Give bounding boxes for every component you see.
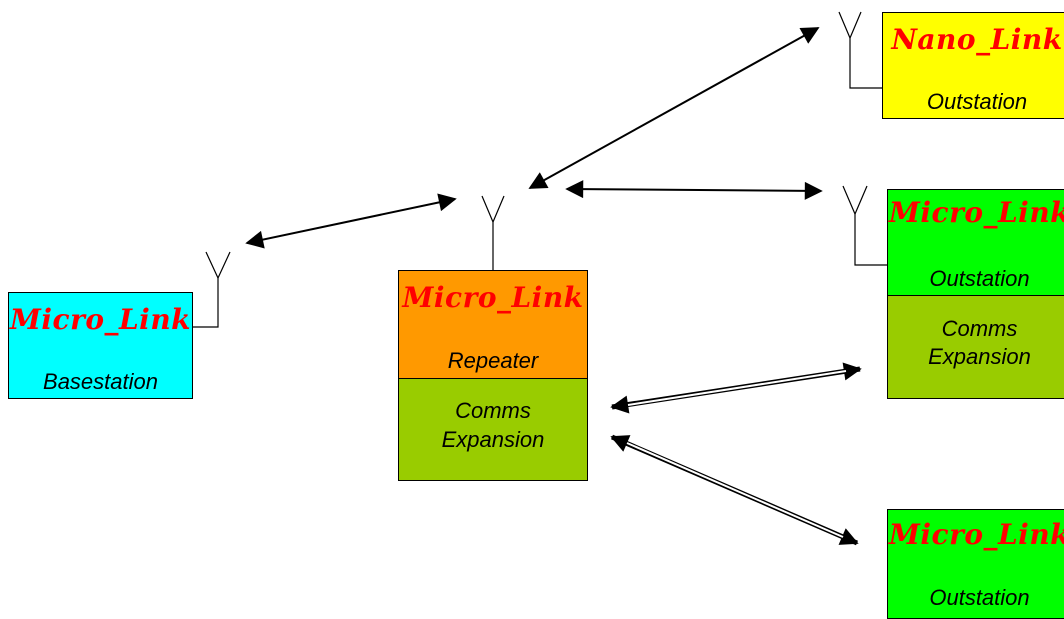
expansion-label-line2: Expansion [928,344,1031,369]
wired-link-icon [610,362,862,414]
role-label: Outstation [929,266,1030,291]
antenna-icon [192,251,231,328]
comms-expansion-panel: Comms Expansion [888,295,1064,398]
brand-label: Micro_Link [888,196,1064,229]
brand-label: Micro_Link [888,518,1064,551]
role-label: Repeater [447,348,539,373]
role-label: Basestation [43,369,158,394]
nano-outstation-node: Nano_Link Outstation [882,12,1064,119]
repeater-node: Micro_Link Repeater Comms Expansion [398,270,588,481]
expansion-label-line1: Comms [455,398,531,423]
brand-label: Micro_Link [9,303,192,336]
double-headed-arrow-icon [528,27,820,189]
antenna-icon [842,185,888,266]
comms-expansion-panel: Comms Expansion [399,378,587,480]
role-label: Outstation [929,585,1030,610]
outstation-node: Micro_Link Outstation [887,509,1064,619]
double-headed-arrow-icon [565,180,823,200]
basestation-node: Micro_Link Basestation [8,292,193,399]
brand-label: Nano_Link [891,23,1063,56]
antenna-icon [838,11,883,89]
expansion-label-line2: Expansion [441,427,545,452]
brand-label: Micro_Link [402,281,584,314]
outstation-node: Micro_Link Outstation Comms Expansion [887,189,1064,399]
antenna-icon [481,195,505,270]
expansion-label-line1: Comms [941,316,1018,341]
wired-link-icon [610,434,859,546]
role-label: Outstation [926,89,1028,114]
double-headed-arrow-icon [245,193,457,249]
